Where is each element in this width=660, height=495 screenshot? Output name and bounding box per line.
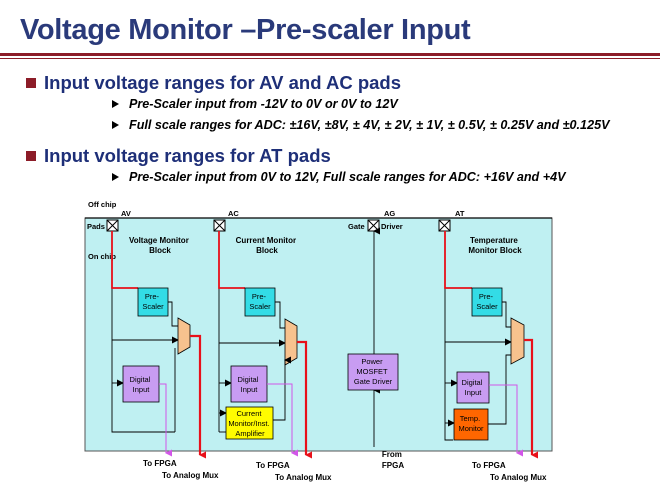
bullet-at: Input voltage ranges for AT pads <box>26 145 331 167</box>
voltage-monitor-title: Voltage Monitor Block <box>129 236 191 255</box>
digital-input-label: Digital Input <box>462 378 485 397</box>
to-fpga-av: To FPGA <box>143 459 177 468</box>
to-fpga-at: To FPGA <box>472 461 506 470</box>
av-channel: Pre- Scaler Digital Input <box>111 231 206 459</box>
off-chip-label: Off chip <box>88 200 117 209</box>
mux-at <box>510 317 525 365</box>
pad-av <box>106 219 119 232</box>
driver-label: Driver <box>381 222 403 231</box>
temp-monitor-label: Temp. Monitor <box>458 414 484 433</box>
current-amplifier <box>225 406 274 440</box>
from-fpga-label: From FPGA <box>382 450 404 470</box>
current-monitor-title: Current Monitor Block <box>236 236 299 255</box>
title-rule-top <box>0 53 660 56</box>
gate-label: Gate <box>348 222 365 231</box>
triangle-bullet-icon <box>112 121 119 129</box>
sub-bullet: Pre-Scaler input from -12V to 0V or 0V t… <box>112 97 398 111</box>
pad-at <box>438 219 451 232</box>
sub-bullet-text: Pre-Scaler input from 0V to 12V, Full sc… <box>129 170 566 184</box>
bullet-av-ac: Input voltage ranges for AV and AC pads <box>26 72 401 94</box>
bullet-heading: Input voltage ranges for AT pads <box>44 145 331 166</box>
digital-input-label: Digital Input <box>238 375 261 394</box>
gate-driver-label: Power MOSFET Gate Driver <box>354 357 393 386</box>
to-analog-mux-av: To Analog Mux <box>162 471 219 480</box>
pad-label-ag: AG <box>384 209 395 218</box>
triangle-bullet-icon <box>112 173 119 181</box>
sub-bullet-text: Pre-Scaler input from -12V to 0V or 0V t… <box>129 97 398 111</box>
gate-driver <box>347 353 399 391</box>
pad-ac <box>213 219 226 232</box>
pad-label-av: AV <box>121 209 131 218</box>
to-fpga-ac: To FPGA <box>256 461 290 470</box>
pad-label-at: AT <box>455 209 465 218</box>
to-analog-mux-ac: To Analog Mux <box>275 473 332 482</box>
digital-input-av <box>122 365 160 403</box>
prescaler-label: Pre- Scaler <box>476 292 498 311</box>
current-amplifier-label: Current Monitor/Inst. Amplifier <box>228 409 271 438</box>
to-analog-mux-at: To Analog Mux <box>490 473 547 482</box>
slide-title: Voltage Monitor –Pre-scaler Input <box>20 14 471 46</box>
digital-input-ac <box>230 365 268 403</box>
square-bullet-icon <box>26 78 36 88</box>
at-channel: Pre- Scaler Digital Input Temp. Monitor <box>444 231 538 459</box>
triangle-bullet-icon <box>112 100 119 108</box>
mux-ac <box>284 318 298 366</box>
pad-label-ac: AC <box>228 209 239 218</box>
on-chip-label: On chip <box>88 252 116 261</box>
temperature-monitor-title: Temperature Monitor Block <box>468 236 522 255</box>
pad-ag <box>367 219 380 232</box>
sub-bullet: Pre-Scaler input from 0V to 12V, Full sc… <box>112 170 566 184</box>
bullet-heading: Input voltage ranges for AV and AC pads <box>44 72 402 93</box>
prescaler-av <box>137 287 169 317</box>
prescaler-label: Pre- Scaler <box>142 292 164 311</box>
pads-label: Pads <box>87 222 105 231</box>
sub-bullet-text: Full scale ranges for ADC: ±16V, ±8V, ± … <box>129 118 610 132</box>
ac-channel: Pre- Scaler Digital Input Current Monito… <box>218 231 312 459</box>
digital-input-at <box>456 371 490 404</box>
title-rule-bottom <box>0 58 660 59</box>
digital-input-label: Digital Input <box>130 375 153 394</box>
ag-channel: Power MOSFET Gate Driver <box>347 227 399 447</box>
square-bullet-icon <box>26 151 36 161</box>
mux-av <box>177 317 191 355</box>
sub-bullet: Full scale ranges for ADC: ±16V, ±8V, ± … <box>112 118 609 132</box>
temp-monitor <box>453 408 489 441</box>
prescaler-label: Pre- Scaler <box>249 292 271 311</box>
